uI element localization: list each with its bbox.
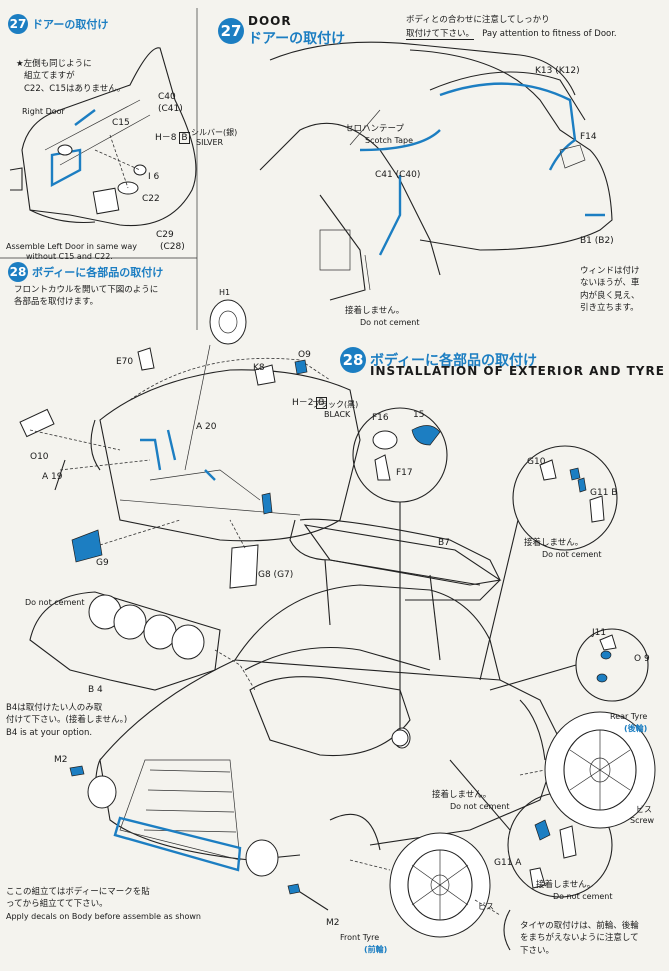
- step-28-small-header: 28 ボディーに各部品の取付け: [8, 262, 163, 282]
- part-b1: B1 (B2): [580, 236, 614, 246]
- door-no-cement-jp: 接着しません。: [345, 306, 405, 316]
- assemble-left-door-note: Assemble Left Door in same way without C…: [6, 242, 138, 261]
- part-h1: H1: [219, 288, 231, 297]
- step-28-badge: 28: [8, 262, 28, 282]
- g11a-no-cement-jp: 接着しません。: [536, 880, 596, 890]
- step-28-title-en: INSTALLATION OF EXTERIOR AND TYRE: [370, 364, 665, 378]
- step-27-large-header: 27 DOOR ドアーの取付け: [218, 14, 345, 48]
- part-f16: F16: [372, 413, 389, 423]
- part-j11: J11: [592, 628, 607, 638]
- step-27-badge: 27: [8, 14, 28, 34]
- part-15: 15: [413, 410, 425, 420]
- part-g8: G8 (G7): [258, 570, 294, 580]
- screw-jp: ビス: [636, 805, 652, 814]
- front-tyre-label: Front Tyre: [340, 933, 380, 942]
- part-m2-right: M2: [326, 918, 340, 928]
- part-b7: B7: [438, 538, 450, 548]
- part-g11b: G11 B: [590, 488, 618, 498]
- door-fitting-illustration: [259, 41, 613, 301]
- right-door-illustration: [9, 47, 197, 227]
- rear-tyre-jp: (後輪): [624, 724, 648, 733]
- part-c41: (C41): [158, 104, 183, 114]
- part-c41-c40: C41 (C40): [375, 170, 421, 180]
- part-g11a: G11 A: [494, 858, 522, 868]
- part-e70: E70: [116, 357, 134, 367]
- mirror-no-cement-jp: 接着しません。: [524, 538, 584, 548]
- step-27-large-badge: 27: [218, 18, 244, 44]
- part-h2: H－2 B: [292, 397, 327, 409]
- b4-option-note: B4は取付けたい人のみ取 付けて下さい。(接着しません。) B4 is at y…: [6, 703, 128, 738]
- right-door-label: Right Door: [22, 107, 65, 116]
- mirror-no-cement-en: Do not cement: [542, 550, 602, 559]
- step-28-large-badge: 28: [340, 347, 366, 373]
- part-m2-left: M2: [54, 755, 68, 765]
- step-27-title-jp: ドアーの取付け: [32, 18, 109, 31]
- interior-parts-illustration: [19, 299, 361, 589]
- part-b4: B 4: [88, 685, 103, 695]
- part-a19: A 19: [42, 472, 63, 482]
- wheel-no-cement-jp: 接着しません。: [432, 790, 492, 800]
- front-cowl-note: フロントカウルを開いて下図のように 各部品を取付けます。: [14, 285, 159, 308]
- part-i6: I 6: [148, 172, 160, 182]
- part-g10: G10: [527, 457, 546, 467]
- silver-jp: シルバー(銀): [191, 128, 238, 137]
- part-k13: K13 (K12): [535, 66, 580, 76]
- scotch-tape-en: Scotch Tape: [365, 136, 413, 145]
- black-jp: ブラック(黒): [312, 400, 359, 409]
- screw-en: Screw: [630, 816, 655, 825]
- part-g9: G9: [96, 558, 109, 568]
- tyre-position-note: タイヤの取付けは、前輪、後輪 をまちがえないように注意して 下さい。: [520, 921, 639, 956]
- part-a20: A 20: [196, 422, 217, 432]
- step-28-large-title-jp: ボディーに各部品の取付け: [370, 353, 538, 369]
- part-c29: C29: [156, 230, 174, 240]
- part-o10: O10: [30, 452, 49, 462]
- step-27-large-title-jp: ドアーの取付け: [248, 31, 346, 47]
- part-f17: F17: [396, 468, 413, 478]
- step-28-large-header: 28 ボディーに各部品の取付け: [340, 347, 537, 373]
- part-f14: F14: [580, 132, 597, 142]
- part-o9-small: O9: [298, 350, 311, 360]
- silver-en: SILVER: [196, 138, 224, 147]
- wheel-no-cement-en: Do not cement: [450, 802, 510, 811]
- step-28-title-jp: ボディーに各部品の取付け: [32, 266, 164, 279]
- decal-note: ここの組立てはボディーにマークを貼 ってから組立てて下さい。 Apply dec…: [6, 887, 201, 921]
- step-27-title-en: DOOR: [248, 14, 292, 28]
- door-fit-note: ボディとの合わせに注意してしっかり 取付けて下さい。 Pay attention…: [406, 15, 617, 40]
- part-o9-large: O 9: [634, 654, 650, 664]
- part-k8: K8: [253, 363, 265, 373]
- window-note: ウィンドは付け ないほうが、車 内が良く見え、 引き立ちます。: [580, 266, 640, 313]
- front-tyre-jp: (前輪): [364, 945, 388, 954]
- part-h8: H－8 B: [155, 132, 190, 144]
- door-no-cement-en: Do not cement: [360, 318, 420, 327]
- pod-do-not-cement: Do not cement: [25, 598, 85, 607]
- step-27-small-header: 27 ドアーの取付け: [8, 14, 108, 34]
- part-c22: C22: [142, 194, 160, 204]
- part-c28: (C28): [160, 242, 185, 252]
- rear-tyre-label: Rear Tyre: [610, 712, 648, 721]
- left-door-note: ★左側も同じように 組立てますが C22、C15はありません。: [16, 59, 126, 94]
- scotch-tape-jp: セロハンテープ: [345, 124, 404, 134]
- g11a-no-cement-en: Do not cement: [553, 892, 613, 901]
- car-body-illustration: [29, 407, 656, 951]
- part-c40: C40: [158, 92, 176, 102]
- black-en: BLACK: [324, 410, 351, 419]
- part-c15: C15: [112, 118, 130, 128]
- front-screw-jp: ビス: [478, 902, 494, 911]
